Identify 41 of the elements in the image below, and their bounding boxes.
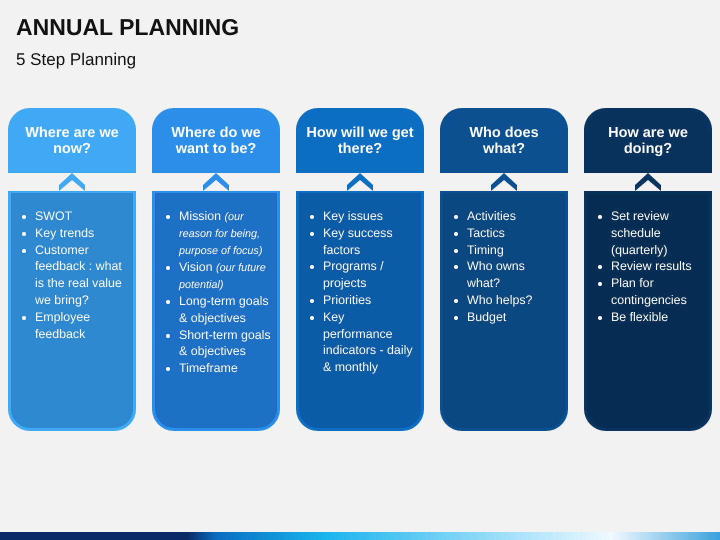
bullet-item: Budget <box>467 310 506 324</box>
header-tab: How will we get there? <box>296 108 424 173</box>
bullet-item: Who owns what? <box>467 259 525 290</box>
bullet-list-panel <box>584 191 712 431</box>
bullet-item: Key performance indicators - daily & monthly <box>323 310 413 374</box>
bullet-item: Key issues <box>323 209 383 223</box>
bullet-list-panel <box>152 191 280 431</box>
bullet-item: Who helps? <box>467 292 532 307</box>
bullet-item: Key trends <box>35 226 94 240</box>
bullet-item: Priorities <box>323 292 372 307</box>
subtitle: 5 Step Planning <box>16 50 136 70</box>
bullet-item: Short-term goals & objectives <box>179 328 271 358</box>
chevron-arrow <box>59 173 85 191</box>
bullet-item: Review results <box>611 259 692 274</box>
header-tab: Where do we want to be? <box>152 108 280 173</box>
bullet-list-panel <box>296 191 424 431</box>
bullet-item: Timeframe <box>179 361 238 376</box>
header-tab: Who does what? <box>440 108 568 173</box>
bullet-list-panel <box>8 191 136 431</box>
bullet-item: Tactics <box>467 226 505 240</box>
bullet-item: Key success factors <box>323 226 393 257</box>
chevron-arrow <box>347 173 373 191</box>
header-tab: Where are we now? <box>8 108 136 173</box>
bullet-item: Long-term goals & objectives <box>179 294 269 325</box>
bullet-item: Plan for contingencies <box>611 276 687 307</box>
bullet-list-panel <box>440 191 568 431</box>
chevron-arrow <box>491 173 517 191</box>
bullet-item: Customer feedback : what is the real value we bring? <box>35 242 122 307</box>
bullet-item: Vision (our future potential) <box>179 260 266 291</box>
bullet-item: Programs / projects <box>323 259 384 290</box>
chevron-arrow <box>203 173 229 191</box>
bullet-item: Set review schedule (quarterly) <box>611 209 669 257</box>
chevron-arrow <box>635 173 661 191</box>
bullet-item: Be flexible <box>611 310 668 324</box>
title: ANNUAL PLANNING <box>16 14 240 41</box>
header-tab: How are we doing? <box>584 108 712 173</box>
bullet-item: Mission (our reason for being, purpose of focus) <box>179 209 262 257</box>
bullet-item: Employee feedback <box>35 310 90 341</box>
bullet-item: SWOT <box>35 209 72 223</box>
bullet-item: Timing <box>467 242 504 257</box>
bullet-item: Activities <box>467 209 516 223</box>
